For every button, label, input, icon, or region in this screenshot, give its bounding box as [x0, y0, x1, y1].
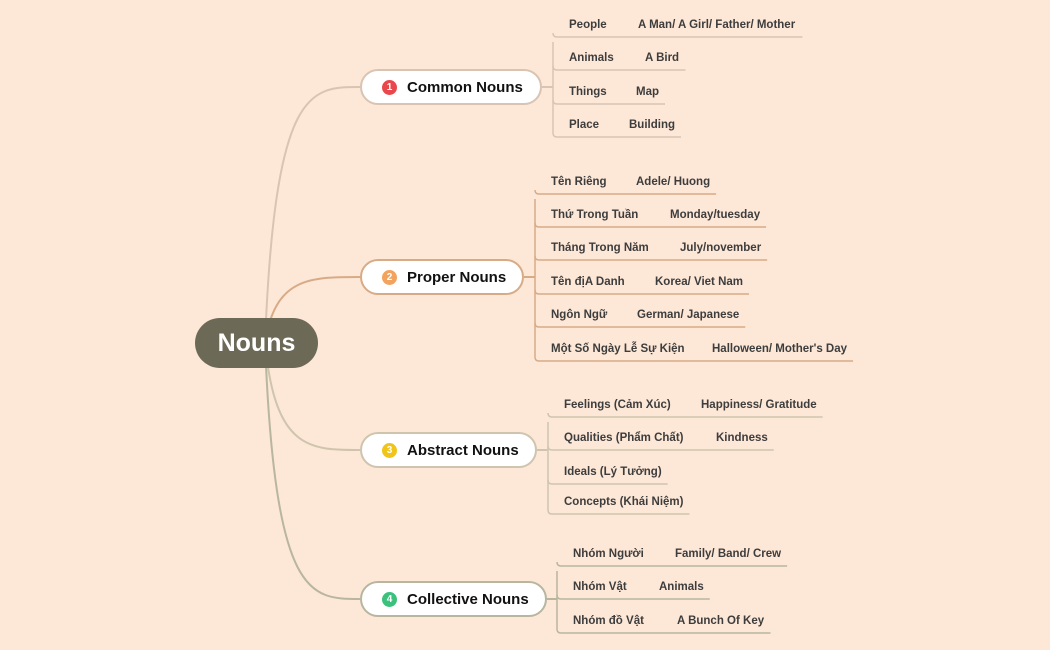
- item-underline: [534, 322, 746, 328]
- item-underline: [534, 356, 854, 362]
- branch-label: Proper Nouns: [407, 268, 507, 286]
- item-underline: [547, 509, 690, 515]
- item-underline: [552, 65, 686, 71]
- item-underline: [556, 628, 771, 634]
- item-example[interactable]: Adele/ Huong: [636, 176, 711, 188]
- item-example[interactable]: Happiness/ Gratitude: [701, 399, 817, 411]
- item-label[interactable]: Place: [569, 119, 600, 131]
- item-underline: [547, 445, 774, 451]
- item-underline: [534, 222, 767, 228]
- item-label[interactable]: Concepts (Khái Niệm): [564, 496, 684, 508]
- item-underline: [552, 32, 803, 38]
- item-example[interactable]: Animals: [659, 581, 704, 593]
- branch-node[interactable]: 3 Abstract Nouns: [360, 432, 537, 468]
- item-label[interactable]: Thứ Trong Tuần: [551, 209, 639, 221]
- item-label[interactable]: Feelings (Cảm Xúc): [564, 399, 671, 411]
- item-example[interactable]: A Bird: [645, 52, 680, 64]
- item-label[interactable]: Tháng Trong Năm: [551, 242, 649, 254]
- item-label[interactable]: Qualities (Phẩm Chất): [564, 432, 684, 444]
- branch-label: Common Nouns: [407, 78, 523, 96]
- branch-label: Abstract Nouns: [407, 441, 519, 459]
- item-underline: [547, 479, 668, 485]
- item-underline: [534, 189, 717, 195]
- item-underline: [552, 132, 681, 138]
- branch-connector: [264, 86, 361, 344]
- item-example[interactable]: Monday/tuesday: [670, 209, 761, 221]
- branch-connector: [264, 342, 361, 451]
- item-example[interactable]: German/ Japanese: [637, 309, 740, 321]
- branch-number-badge: 2: [382, 269, 397, 285]
- item-example[interactable]: A Man/ A Girl/ Father/ Mother: [638, 19, 796, 31]
- item-example[interactable]: July/november: [680, 242, 762, 254]
- item-label[interactable]: Nhóm Vật: [573, 581, 627, 593]
- branch-number-badge: 4: [382, 591, 397, 607]
- item-label[interactable]: Tên Riêng: [551, 176, 607, 188]
- item-underline: [552, 99, 665, 105]
- item-example[interactable]: Family/ Band/ Crew: [675, 548, 782, 560]
- item-label[interactable]: Nhóm đồ Vật: [573, 615, 644, 627]
- item-example[interactable]: Map: [636, 86, 659, 98]
- item-example[interactable]: A Bunch Of Key: [677, 615, 765, 627]
- item-example[interactable]: Halloween/ Mother's Day: [712, 343, 848, 355]
- item-underline: [547, 412, 823, 418]
- item-label[interactable]: Một Số Ngày Lễ Sự Kiện: [551, 343, 685, 355]
- item-underline: [534, 289, 749, 295]
- branch-number-badge: 1: [382, 79, 397, 95]
- item-label[interactable]: Ideals (Lý Tưởng): [564, 466, 662, 478]
- item-label[interactable]: People: [569, 19, 607, 31]
- item-label[interactable]: Ngôn Ngữ: [551, 309, 608, 321]
- branch-node[interactable]: 2 Proper Nouns: [360, 259, 524, 295]
- item-example[interactable]: Building: [629, 119, 675, 131]
- item-label[interactable]: Nhóm Người: [573, 548, 644, 560]
- item-example[interactable]: Kindness: [716, 432, 768, 444]
- item-label[interactable]: Things: [569, 86, 607, 98]
- branch-connector: [264, 342, 361, 600]
- item-underline: [534, 255, 768, 261]
- branch-node[interactable]: 4 Collective Nouns: [360, 581, 547, 617]
- item-label[interactable]: Tên địA Danh: [551, 276, 625, 288]
- item-underline: [556, 594, 710, 600]
- item-label[interactable]: Animals: [569, 52, 614, 64]
- item-example[interactable]: Korea/ Viet Nam: [655, 276, 743, 288]
- branch-number-badge: 3: [382, 442, 397, 458]
- branch-node[interactable]: 1 Common Nouns: [360, 69, 542, 105]
- item-underline: [556, 561, 788, 567]
- root-node[interactable]: Nouns: [195, 318, 318, 368]
- branch-label: Collective Nouns: [407, 590, 529, 608]
